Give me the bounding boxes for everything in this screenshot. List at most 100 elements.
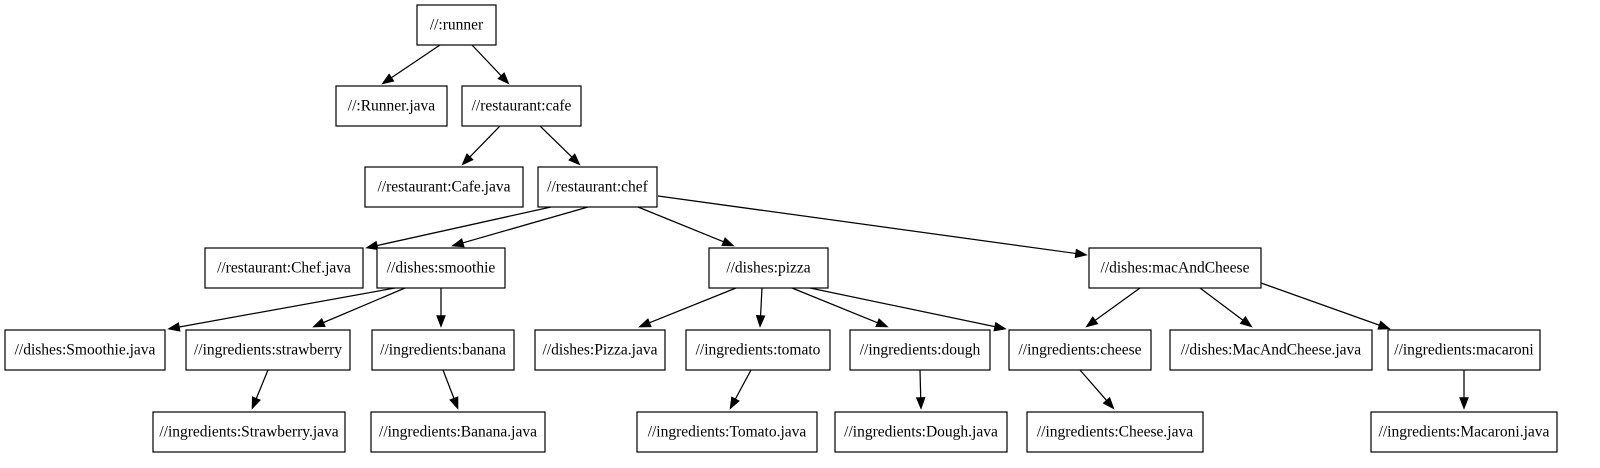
graph-edge xyxy=(637,206,735,247)
graph-node-restaurant_cafe_java[interactable]: //restaurant:Cafe.java xyxy=(364,166,524,208)
graph-edge xyxy=(809,287,1007,332)
graph-edge xyxy=(755,287,766,328)
graph-edge xyxy=(461,125,501,166)
graph-edge xyxy=(915,369,926,410)
graph-node-dishes_smoothie[interactable]: //dishes:smoothie xyxy=(376,247,506,289)
graph-edge xyxy=(251,369,269,410)
graph-node-restaurant_chef[interactable]: //restaurant:chef xyxy=(537,166,658,208)
graph-node-ing_dough[interactable]: //ingredients:dough xyxy=(849,329,991,371)
node-label: //:runner xyxy=(430,17,484,34)
node-box[interactable] xyxy=(335,85,448,127)
graph-edge xyxy=(381,44,441,85)
edge-arrowhead xyxy=(729,396,740,410)
node-box[interactable] xyxy=(537,166,658,208)
edge-arrowhead xyxy=(497,72,510,85)
node-box[interactable] xyxy=(4,329,166,371)
node-box[interactable] xyxy=(1088,247,1262,289)
edge-line xyxy=(657,195,1076,255)
node-label: //ingredients:Dough.java xyxy=(844,424,998,441)
edge-line xyxy=(471,44,502,77)
edge-line xyxy=(255,369,269,399)
node-box[interactable] xyxy=(370,411,546,453)
node-box[interactable] xyxy=(416,4,497,46)
graph-edge xyxy=(365,206,552,251)
node-box[interactable] xyxy=(461,85,582,127)
edge-arrowhead xyxy=(568,153,581,166)
edge-arrowhead xyxy=(449,396,459,410)
graph-edge xyxy=(729,369,752,410)
node-label: //ingredients:Macaroni.java xyxy=(1379,424,1550,441)
edge-arrowhead xyxy=(381,73,395,85)
graph-node-ing_macaroni[interactable]: //ingredients:macaroni xyxy=(1387,329,1541,371)
node-box[interactable] xyxy=(1026,411,1204,453)
node-box[interactable] xyxy=(204,247,364,289)
graph-node-ing_strawberry_java[interactable]: //ingredients:Strawberry.java xyxy=(152,411,346,453)
node-box[interactable] xyxy=(152,411,346,453)
edge-arrowhead xyxy=(1085,316,1099,328)
edge-arrowhead xyxy=(915,397,926,410)
graph-edge xyxy=(791,287,889,328)
graph-node-ing_tomato[interactable]: //ingredients:tomato xyxy=(685,329,831,371)
graph-edge xyxy=(442,369,459,410)
node-box[interactable] xyxy=(708,247,829,289)
graph-edge xyxy=(657,195,1088,259)
node-box[interactable] xyxy=(1370,411,1558,453)
node-label: //restaurant:cafe xyxy=(472,98,572,115)
edge-line xyxy=(759,287,763,316)
edge-line xyxy=(649,287,737,324)
graph-node-dishes_pizza[interactable]: //dishes:pizza xyxy=(708,247,829,289)
edge-arrowhead xyxy=(1102,396,1115,410)
edge-line xyxy=(1260,282,1380,326)
graph-node-ing_banana_java[interactable]: //ingredients:Banana.java xyxy=(370,411,546,453)
node-box[interactable] xyxy=(364,166,524,208)
edge-arrowhead xyxy=(312,317,326,328)
graph-node-ing_cheese[interactable]: //ingredients:cheese xyxy=(1008,329,1152,371)
node-label: //ingredients:tomato xyxy=(696,342,821,359)
node-box[interactable] xyxy=(849,329,991,371)
node-label: //dishes:Smoothie.java xyxy=(15,342,156,359)
graph-node-ing_cheese_java[interactable]: //ingredients:Cheese.java xyxy=(1026,411,1204,453)
graph-edge xyxy=(312,287,406,328)
graph-node-ing_tomato_java[interactable]: //ingredients:Tomato.java xyxy=(636,411,818,453)
edge-line xyxy=(539,125,573,158)
edge-arrowhead xyxy=(638,318,652,328)
edge-line xyxy=(1199,287,1244,321)
node-box[interactable] xyxy=(834,411,1008,453)
node-box[interactable] xyxy=(371,329,515,371)
node-label: //ingredients:strawberry xyxy=(194,342,342,359)
node-label: //ingredients:cheese xyxy=(1018,342,1141,359)
graph-node-ing_banana[interactable]: //ingredients:banana xyxy=(371,329,515,371)
graph-node-ing_dough_java[interactable]: //ingredients:Dough.java xyxy=(834,411,1008,453)
graph-node-restaurant_chef_java[interactable]: //restaurant:Chef.java xyxy=(204,247,364,289)
node-box[interactable] xyxy=(1387,329,1541,371)
graph-node-dishes_macandcheese[interactable]: //dishes:macAndCheese xyxy=(1088,247,1262,289)
edge-line xyxy=(1079,369,1107,401)
graph-node-runner_java[interactable]: //:Runner.java xyxy=(335,85,448,127)
edge-line xyxy=(809,287,995,328)
node-box[interactable] xyxy=(534,329,666,371)
node-box[interactable] xyxy=(1169,329,1373,371)
edge-arrowhead xyxy=(167,322,181,332)
graph-edge xyxy=(539,125,581,166)
node-box[interactable] xyxy=(185,329,351,371)
graph-node-runner[interactable]: //:runner xyxy=(416,4,497,46)
graph-node-ing_strawberry[interactable]: //ingredients:strawberry xyxy=(185,329,351,371)
node-box[interactable] xyxy=(376,247,506,289)
node-box[interactable] xyxy=(685,329,831,371)
node-label: //ingredients:banana xyxy=(380,342,506,359)
graph-node-restaurant_cafe[interactable]: //restaurant:cafe xyxy=(461,85,582,127)
graph-node-ing_macaroni_java[interactable]: //ingredients:Macaroni.java xyxy=(1370,411,1558,453)
graph-edge xyxy=(1085,287,1141,328)
graph-node-dishes_mac_java[interactable]: //dishes:MacAndCheese.java xyxy=(1169,329,1373,371)
node-box[interactable] xyxy=(636,411,818,453)
edge-arrowhead xyxy=(451,238,465,248)
edge-arrowhead xyxy=(1459,397,1469,410)
node-box[interactable] xyxy=(1008,329,1152,371)
graph-edge xyxy=(638,287,737,328)
node-label: //:Runner.java xyxy=(348,98,436,115)
graph-node-dishes_smoothie_java[interactable]: //dishes:Smoothie.java xyxy=(4,329,166,371)
edge-line xyxy=(734,369,752,400)
graph-node-dishes_pizza_java[interactable]: //dishes:Pizza.java xyxy=(534,329,666,371)
edge-arrowhead xyxy=(1074,248,1088,259)
graph-edge xyxy=(471,44,510,85)
